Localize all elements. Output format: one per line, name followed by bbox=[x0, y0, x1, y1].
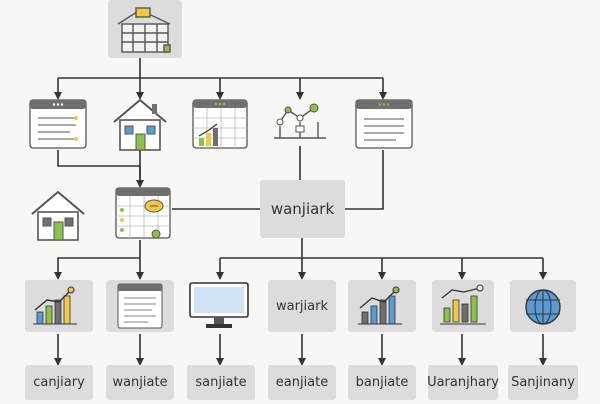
bottom-label-2: wanjiate bbox=[106, 365, 174, 400]
bar-chart-icon-2 bbox=[358, 286, 402, 325]
house-icon bbox=[113, 98, 167, 151]
bottom-label-text: wanjiate bbox=[112, 375, 168, 390]
document-icon bbox=[117, 283, 163, 329]
network-graph-icon bbox=[274, 103, 326, 139]
bar-chart-icon bbox=[33, 286, 77, 325]
building-icon bbox=[117, 7, 171, 53]
tier3-text-node: warjiark bbox=[268, 280, 336, 332]
bottom-label-1: canjiary bbox=[25, 365, 93, 400]
monitor-icon bbox=[189, 282, 249, 328]
bottom-label-text: banjiate bbox=[355, 375, 409, 390]
connectors bbox=[54, 58, 547, 366]
connector-list-to-center bbox=[345, 150, 384, 210]
bottom-label-4: eanjiate bbox=[268, 365, 336, 400]
bar-chart-icon-3 bbox=[440, 284, 486, 325]
connector-doc-to-ledger bbox=[57, 150, 144, 188]
tier3-bar-chart-tile-3 bbox=[432, 280, 494, 332]
ledger-icon bbox=[115, 187, 171, 239]
tier3-document-tile bbox=[106, 280, 174, 332]
tier3-bar-chart-tile-2 bbox=[348, 280, 416, 332]
database-globe-icon bbox=[525, 289, 561, 325]
tier3-monitor-tile bbox=[189, 282, 249, 328]
bottom-label-text: sanjiate bbox=[195, 375, 247, 390]
center-node-label: wanjiark bbox=[270, 200, 335, 218]
bottom-label-7: Sanjinany bbox=[508, 365, 578, 400]
bottom-label-text: Uaranjhary bbox=[427, 375, 499, 390]
house-icon-2 bbox=[31, 190, 85, 241]
document-list-icon bbox=[355, 99, 413, 149]
bottom-label-3: sanjiate bbox=[187, 365, 255, 400]
tier3-database-tile bbox=[510, 280, 576, 332]
bottom-label-6: Uaranjhary bbox=[427, 365, 499, 400]
tier3-warjiark-box bbox=[268, 280, 336, 332]
bottom-label-text: Sanjinany bbox=[511, 375, 575, 390]
bottom-label-text: canjiary bbox=[33, 375, 85, 390]
tier3-bar-chart-tile bbox=[25, 280, 93, 332]
document-window-icon bbox=[29, 99, 87, 149]
bottom-label-text: eanjiate bbox=[275, 375, 329, 390]
spreadsheet-chart-icon bbox=[192, 99, 248, 149]
tier3-text-node-label: warjiark bbox=[275, 298, 328, 314]
connector-left-bus bbox=[54, 257, 140, 280]
bottom-label-5: banjiate bbox=[348, 365, 416, 400]
root-building-node bbox=[108, 0, 182, 58]
center-node: wanjiark bbox=[260, 180, 345, 238]
